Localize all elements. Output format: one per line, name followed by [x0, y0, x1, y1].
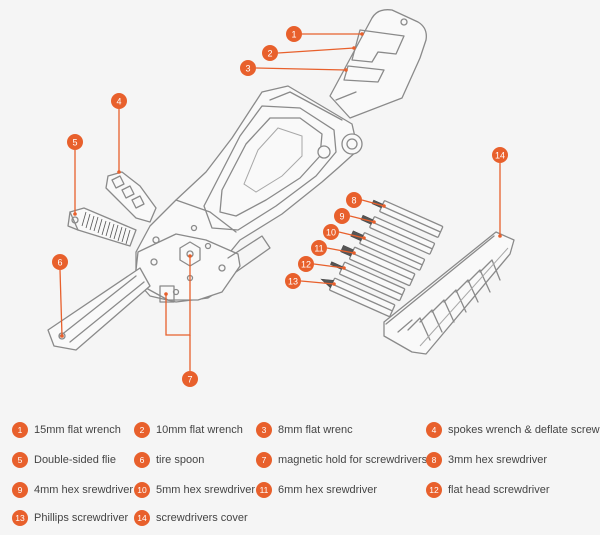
legend-number-badge: 8 [426, 452, 442, 468]
callout-3: 3 [240, 60, 256, 76]
legend-label: spokes wrench & deflate screw [448, 424, 600, 436]
legend-label: Phillips screwdriver [34, 512, 129, 524]
legend-number-badge: 1 [12, 422, 28, 438]
svg-text:4: 4 [116, 97, 121, 107]
legend-label: 5mm hex srewdriver [156, 484, 256, 496]
legend-item: 10 5mm hex srewdriver [134, 480, 255, 500]
callout-10: 10 [323, 224, 339, 240]
legend-number-badge: 13 [12, 510, 28, 526]
legend-number-badge: 4 [426, 422, 442, 438]
callout-9: 9 [334, 208, 350, 224]
legend-item: 9 4mm hex srewdriver [12, 480, 133, 500]
svg-text:12: 12 [301, 260, 311, 270]
svg-text:13: 13 [288, 277, 298, 287]
legend-label: 15mm flat wrench [34, 424, 121, 436]
legend-number-badge: 7 [256, 452, 272, 468]
legend-item: 11 6mm hex srewdriver [256, 480, 377, 500]
legend-number-badge: 11 [256, 482, 272, 498]
tire-spoon [47, 267, 151, 351]
callout-14: 14 [492, 147, 508, 163]
callout-4: 4 [111, 93, 127, 109]
callout-8: 8 [346, 192, 362, 208]
svg-text:11: 11 [314, 244, 323, 254]
legend-item: 3 8mm flat wrenc [256, 420, 353, 440]
legend-number-badge: 9 [12, 482, 28, 498]
multitool-diagram: 1 2 3 4 5 6 7 8 9 10 11 12 13 14 [47, 9, 515, 387]
legend-number-badge: 10 [134, 482, 150, 498]
wrench-arm [329, 9, 427, 119]
legend-label: 3mm hex srewdriver [448, 454, 548, 466]
legend-item: 1 15mm flat wrench [12, 420, 121, 440]
callout-7: 7 [182, 371, 198, 387]
svg-text:9: 9 [339, 212, 344, 222]
callout-6: 6 [52, 254, 68, 270]
svg-text:7: 7 [187, 375, 192, 385]
legend-item: 5 Double-sided flie [12, 450, 116, 470]
legend-label: Double-sided flie [34, 454, 116, 466]
svg-text:3: 3 [245, 64, 250, 74]
legend-number-badge: 5 [12, 452, 28, 468]
double-sided-file [67, 207, 137, 247]
parts-legend: 1 15mm flat wrench 2 10mm flat wrench 3 … [0, 412, 600, 532]
legend-label: flat head screwdriver [448, 484, 550, 496]
svg-text:5: 5 [72, 138, 77, 148]
legend-number-badge: 6 [134, 452, 150, 468]
callout-2: 2 [262, 45, 278, 61]
multitool-illustration: 1 2 3 4 5 6 7 8 9 10 11 12 13 14 [47, 9, 515, 387]
callout-1: 1 [286, 26, 302, 42]
legend-label: 6mm hex srewdriver [278, 484, 378, 496]
legend-label: 8mm flat wrenc [278, 424, 353, 436]
leader-lines [59, 32, 502, 371]
legend-item: 13 Phillips screwdriver [12, 508, 128, 528]
screwdrivers-cover [383, 231, 515, 355]
callout-13: 13 [285, 273, 301, 289]
svg-text:8: 8 [351, 196, 356, 206]
legend-number-badge: 14 [134, 510, 150, 526]
callout-12: 12 [298, 256, 314, 272]
callout-11: 11 [311, 240, 327, 256]
legend-item: 12 flat head screwdriver [426, 480, 550, 500]
legend-item: 2 10mm flat wrench [134, 420, 243, 440]
legend-label: 10mm flat wrench [156, 424, 243, 436]
legend-label: magnetic hold for screwdrivers [278, 454, 428, 466]
legend-item: 7 magnetic hold for screwdrivers [256, 450, 427, 470]
spokes-wrench [105, 171, 157, 223]
legend-number-badge: 3 [256, 422, 272, 438]
legend-number-badge: 2 [134, 422, 150, 438]
legend-item: 8 3mm hex srewdriver [426, 450, 547, 470]
legend-number-badge: 12 [426, 482, 442, 498]
legend-label: 4mm hex srewdriver [34, 484, 134, 496]
svg-text:1: 1 [291, 30, 296, 40]
callout-5: 5 [67, 134, 83, 150]
legend-label: tire spoon [156, 454, 205, 466]
legend-label: screwdrivers cover [156, 512, 248, 524]
svg-text:2: 2 [267, 49, 272, 59]
svg-text:10: 10 [326, 228, 336, 238]
legend-item: 14 screwdrivers cover [134, 508, 248, 528]
legend-item: 4 spokes wrench & deflate screw [426, 420, 600, 440]
legend-item: 6 tire spoon [134, 450, 204, 470]
svg-text:6: 6 [57, 258, 62, 268]
tool-body [135, 85, 363, 303]
svg-text:14: 14 [495, 151, 505, 161]
